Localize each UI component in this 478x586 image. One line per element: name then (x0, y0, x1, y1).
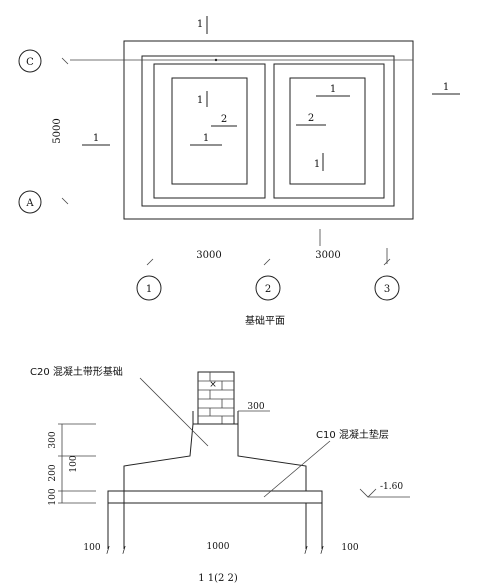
section-mark-room2-c: 1 (314, 153, 324, 171)
svg-text:2: 2 (221, 114, 227, 125)
room1-outer (153, 63, 266, 199)
room2-inner (289, 77, 366, 185)
svg-text:1: 1 (93, 133, 99, 144)
cushion-pad (107, 490, 323, 504)
section-mark-room1-c: 1 (190, 133, 222, 146)
leader-strip (139, 377, 209, 447)
svg-text:1: 1 (197, 95, 203, 106)
strip-footing-profile (123, 423, 307, 491)
dim-100-inner: 100 (69, 455, 79, 472)
grid-a-label: A (25, 198, 34, 209)
foundation-plan: C A 1 2 3 3000 3000 5000 (18, 16, 460, 327)
leader-pad (263, 440, 331, 498)
svg-text:1: 1 (314, 159, 320, 170)
label-cushion-pad: C10 混凝土垫层 (316, 428, 389, 441)
grid-bubble-3: 3 (374, 248, 400, 301)
elevation-mark: -1.60 (359, 482, 410, 498)
grid-intersection-dot (214, 58, 218, 62)
grid-c-label: C (26, 57, 34, 68)
section-mark-room1-b: 2 (211, 114, 237, 127)
grid-bubble-1: 1 (136, 258, 162, 301)
label-strip-footing: C20 混凝土带形基础 (30, 365, 123, 378)
dim-wall-offset: 300 (247, 402, 264, 412)
svg-text:1: 1 (203, 133, 209, 144)
section-mark-left: 1 (82, 133, 110, 146)
svg-text:1: 1 (330, 84, 336, 95)
grid-bubble-c: C (18, 49, 69, 73)
section-mark-right: 1 (432, 82, 460, 95)
section-mark-room1-a: 1 (197, 91, 208, 107)
ext-break-1: / (106, 546, 110, 556)
ext-break-2: / (122, 546, 126, 556)
section-mark-top: 1 (197, 16, 208, 34)
dim-100-left: 100 (48, 488, 58, 505)
section-title: 1 1(2 2) (198, 573, 238, 584)
dim-height: 5000 (52, 118, 63, 143)
grid-1-label: 1 (146, 284, 152, 295)
plan-outer-outline (123, 40, 414, 220)
brick-break-mark: × (209, 380, 217, 390)
grid-bubble-2: 2 (255, 258, 281, 301)
dim-right-span: 3000 (315, 250, 340, 261)
foundation-section: × / / / / 300 200 100 100 300 100 1000 1 (30, 365, 410, 584)
plan-title: 基础平面 (245, 314, 285, 327)
dim-width-mid: 1000 (207, 542, 230, 552)
room2-outer (273, 63, 385, 199)
svg-text:1: 1 (443, 82, 449, 93)
dim-width-left: 100 (83, 543, 100, 553)
svg-text:2: 2 (308, 113, 314, 124)
ext-break-4: / (320, 546, 324, 556)
dim-300: 300 (48, 431, 58, 448)
svg-text:1: 1 (197, 19, 203, 30)
grid-3-label: 3 (384, 284, 390, 295)
grid-bubble-a: A (18, 190, 69, 214)
elevation-value: -1.60 (380, 482, 403, 492)
plan-footing-outline (141, 55, 395, 207)
ext-break-3: / (304, 546, 308, 556)
room1-inner (171, 77, 248, 185)
dim-width-right: 100 (341, 543, 358, 553)
section-mark-room2-b: 2 (296, 113, 326, 126)
dim-200: 200 (48, 464, 58, 481)
dim-left-span: 3000 (196, 250, 221, 261)
grid-2-label: 2 (265, 284, 271, 295)
brick-wall: × (197, 371, 235, 425)
section-mark-room2-a: 1 (316, 84, 350, 97)
